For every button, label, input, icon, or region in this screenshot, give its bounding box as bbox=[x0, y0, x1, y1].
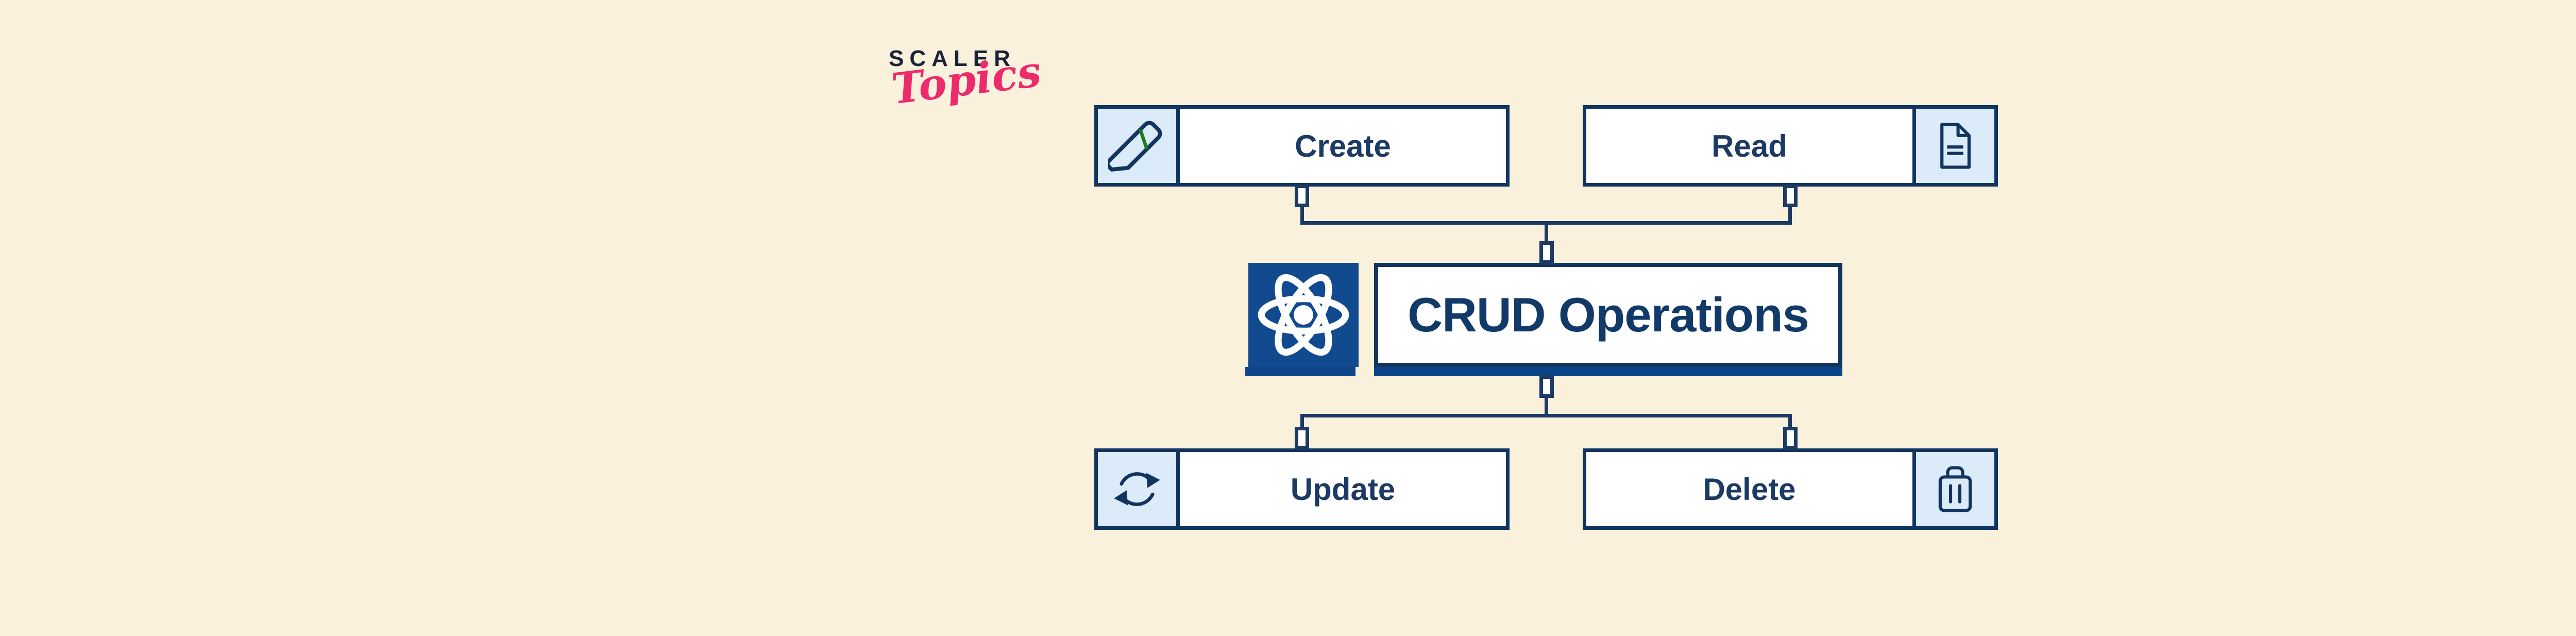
node-read: Read bbox=[1583, 105, 1998, 187]
stub-crud-bottom bbox=[1539, 375, 1554, 398]
connector-bottom-bus bbox=[1300, 414, 1792, 417]
connector-read-down bbox=[1788, 205, 1792, 225]
stub-crud-top bbox=[1539, 241, 1554, 264]
document-icon bbox=[1912, 109, 1994, 183]
scaler-topics-logo: SCALER Topics bbox=[889, 46, 1044, 114]
node-delete-label: Delete bbox=[1703, 472, 1796, 507]
refresh-icon bbox=[1098, 452, 1180, 526]
pencil-icon bbox=[1098, 109, 1180, 183]
connector-crud-down bbox=[1545, 397, 1548, 415]
node-create: Create bbox=[1094, 105, 1510, 187]
node-read-label: Read bbox=[1711, 128, 1787, 163]
react-tile-shadow bbox=[1245, 367, 1355, 376]
react-atom-icon bbox=[1258, 274, 1349, 356]
stub-delete bbox=[1783, 427, 1798, 449]
node-update-label: Update bbox=[1290, 472, 1396, 507]
crud-box-shadow-bar bbox=[1374, 367, 1842, 376]
stub-update bbox=[1295, 427, 1309, 449]
node-crud-operations: CRUD Operations bbox=[1374, 263, 1842, 367]
connector-update-up bbox=[1300, 417, 1304, 429]
node-create-label: Create bbox=[1295, 128, 1391, 163]
crud-operations-label: CRUD Operations bbox=[1408, 288, 1809, 342]
connector-bus-to-crud bbox=[1545, 225, 1548, 243]
connector-top-bus bbox=[1300, 221, 1792, 225]
connector-delete-up bbox=[1788, 417, 1792, 429]
logo-wordmark-scaler: SCALER bbox=[889, 46, 1016, 71]
react-logo-tile bbox=[1248, 263, 1359, 367]
connector-create-down bbox=[1300, 205, 1304, 225]
trash-icon bbox=[1912, 452, 1994, 526]
node-update: Update bbox=[1094, 448, 1510, 530]
node-delete: Delete bbox=[1583, 448, 1998, 530]
stub-create bbox=[1295, 185, 1309, 207]
stub-read bbox=[1783, 185, 1798, 207]
